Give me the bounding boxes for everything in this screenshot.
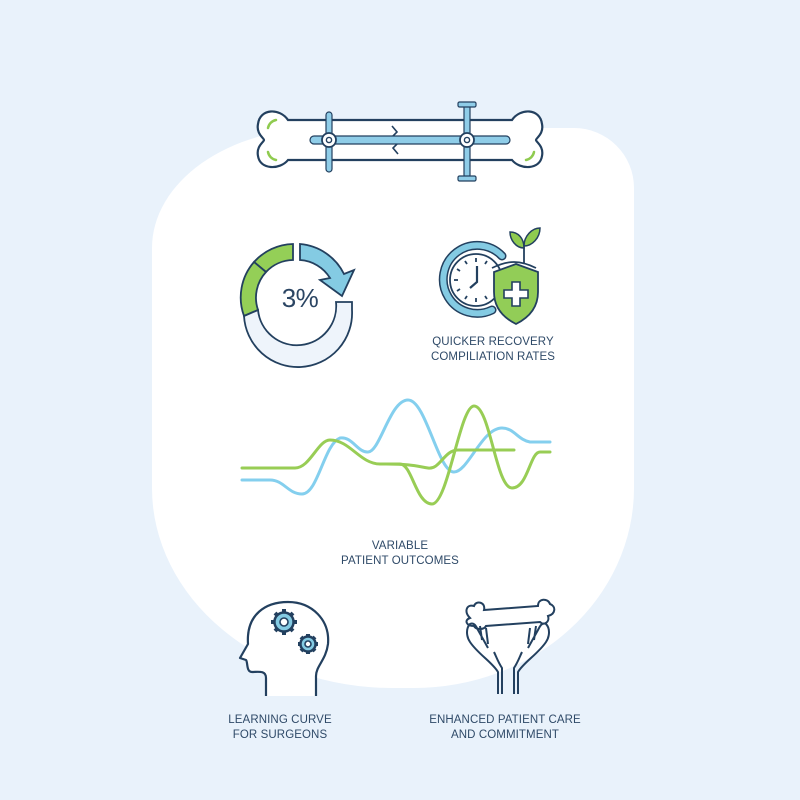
care-label-line1: ENHANCED PATIENT CARE <box>429 714 581 726</box>
outcomes-label: VARIABLE PATIENT OUTCOMES <box>300 539 500 569</box>
outcomes-label-line2: PATIENT OUTCOMES <box>341 555 459 567</box>
outcomes-label-line1: VARIABLE <box>371 540 429 552</box>
care-label: ENHANCED PATIENT CARE AND COMMITMENT <box>415 713 595 743</box>
waveform-icon <box>240 398 552 510</box>
recovery-label: QUICKER RECOVERY COMPILIATION RATES <box>418 335 568 365</box>
hands-bone-icon <box>458 596 558 696</box>
learning-label-line1: LEARNING CURVE <box>228 714 332 726</box>
learning-label-line2: FOR SURGEONS <box>232 729 328 741</box>
bone-fixator-icon <box>250 98 550 182</box>
percentage-value: 3% <box>281 283 319 313</box>
recovery-icon <box>438 222 560 332</box>
recovery-label-line1: QUICKER RECOVERY <box>432 336 554 348</box>
background-panel <box>152 128 634 688</box>
head-gears-icon <box>236 600 336 700</box>
learning-label: LEARNING CURVE FOR SURGEONS <box>205 713 355 743</box>
care-label-line2: AND COMMITMENT <box>450 729 560 741</box>
recovery-label-line2: COMPILIATION RATES <box>430 351 556 363</box>
circular-arrow-icon <box>236 238 366 368</box>
